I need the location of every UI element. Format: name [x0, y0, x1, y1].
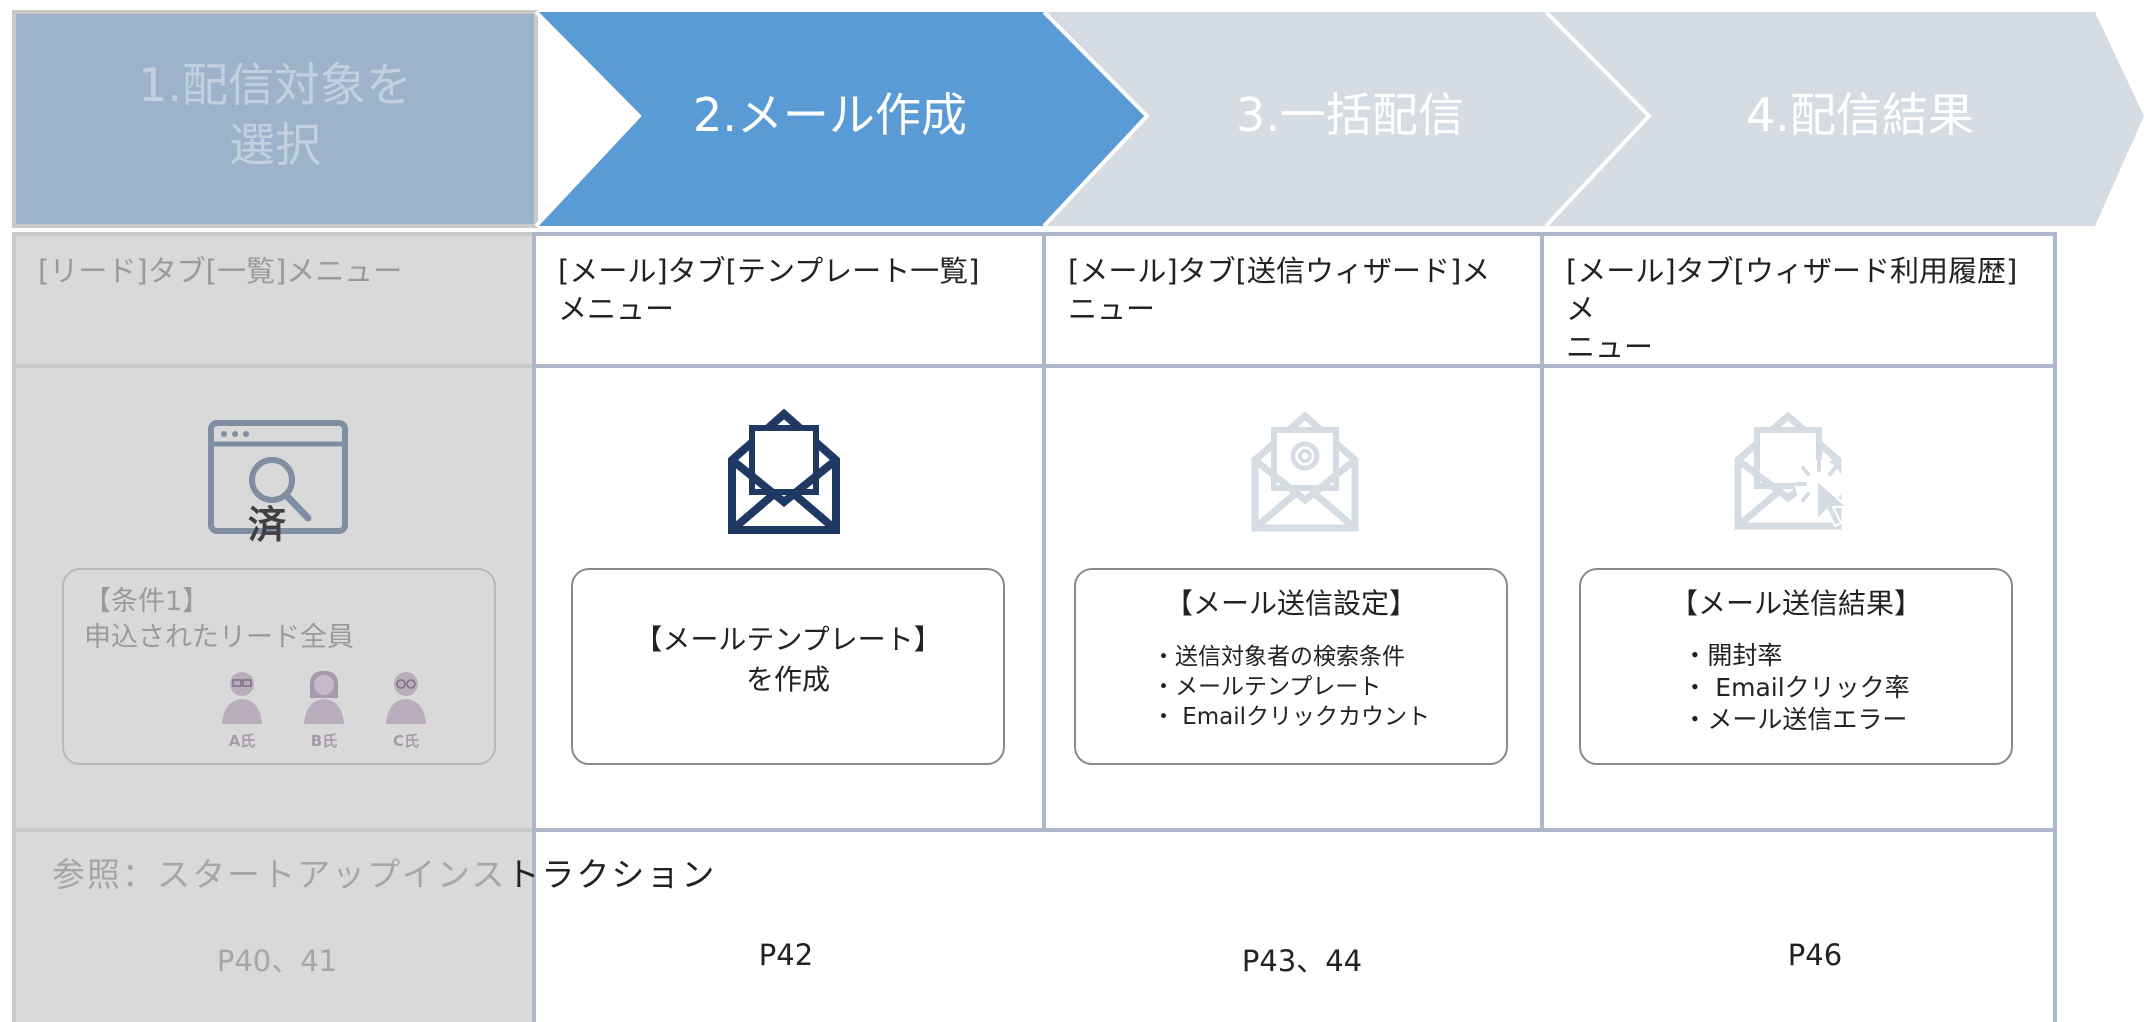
- person-c: C氏: [374, 668, 438, 751]
- reference-page-2: P42: [758, 938, 814, 972]
- person-b: B氏: [292, 668, 356, 751]
- person-c-name: C氏: [392, 732, 419, 750]
- send-results-box: 【メール送信結果】 ・開封率 ・ Emailクリック率 ・メール送信エラー: [1579, 568, 2013, 765]
- list-item: ・ Emailクリック率: [1682, 673, 1910, 702]
- list-item: ・メール送信エラー: [1682, 705, 1908, 734]
- step-flow: 1.配信対象を 選択 2.メール作成 3.一括配信 4.配信結果: [0, 0, 2144, 232]
- person-icon: [386, 672, 426, 724]
- browser-search-icon: [208, 420, 350, 542]
- condition-box: 【条件1】 申込されたリード全員: [62, 568, 496, 765]
- send-settings-title: 【メール送信設定】: [1164, 587, 1417, 620]
- step-4-label: 4.配信結果: [1746, 88, 1974, 142]
- menu-cell-1: [リード]タブ[一覧]メニュー: [12, 232, 536, 368]
- email-at-envelope-icon: [1250, 410, 1360, 538]
- menu-cell-4: [メール]タブ[ウィザード利用履歴]メ ニュー: [1540, 232, 2057, 368]
- step-3-shape: [1044, 12, 1649, 226]
- send-settings-box: 【メール送信設定】 ・送信対象者の検索条件 ・メールテンプレート ・ Email…: [1074, 568, 1508, 765]
- list-item: ・ Emailクリックカウント: [1151, 704, 1431, 730]
- person-a: A氏: [210, 668, 274, 751]
- menu-cell-2: [メール]タブ[テンプレート一覧] メニュー: [532, 232, 1046, 368]
- step-chevrons: [12, 10, 2144, 228]
- step-2-shape: [536, 12, 1147, 226]
- menu-cell-3: [メール]タブ[送信ウィザード]メ ニュー: [1042, 232, 1544, 368]
- list-item: ・メールテンプレート: [1151, 674, 1382, 700]
- person-a-name: A氏: [228, 732, 256, 750]
- reference-title-dark: トラクション: [506, 855, 717, 894]
- condition-text: 申込されたリード全員: [84, 622, 354, 653]
- reference-page-4: P46: [1787, 938, 1843, 972]
- send-results-list: ・開封率 ・ Emailクリック率 ・メール送信エラー: [1682, 640, 1909, 736]
- step-1-shape: [12, 10, 538, 228]
- reference-cell-rest: [532, 828, 2057, 1022]
- step-2-label: 2.メール作成: [693, 88, 967, 142]
- reference-page-1: P40、41: [216, 944, 338, 978]
- template-box-line2: を作成: [745, 663, 830, 696]
- reference-page-3: P43、44: [1241, 944, 1363, 978]
- open-envelope-icon: [726, 408, 842, 540]
- step-3-label: 3.一括配信: [1236, 88, 1464, 142]
- template-box-line1: 【メールテンプレート】: [634, 623, 942, 656]
- send-results-title: 【メール送信結果】: [1669, 587, 1922, 620]
- list-item: ・開封率: [1682, 641, 1783, 670]
- reference-title-dim: 参照：スタートアップインス: [52, 855, 507, 894]
- envelope-click-icon: [1733, 410, 1857, 538]
- template-box: 【メールテンプレート】 を作成: [571, 568, 1005, 765]
- step-4-shape: [1546, 12, 2144, 226]
- person-b-name: B氏: [310, 732, 338, 750]
- send-settings-list: ・送信対象者の検索条件 ・メールテンプレート ・ Emailクリックカウント: [1152, 642, 1430, 732]
- person-icon: [304, 670, 344, 724]
- person-icon: [222, 672, 262, 724]
- list-item: ・送信対象者の検索条件: [1151, 644, 1405, 670]
- step-1-label: 1.配信対象を 選択: [138, 58, 412, 172]
- reference-cell-1: [12, 828, 536, 1022]
- reference-title: 参照：スタートアップインストラクション: [52, 848, 716, 896]
- condition-title: 【条件1】: [84, 586, 210, 617]
- done-mark: 済: [248, 503, 287, 547]
